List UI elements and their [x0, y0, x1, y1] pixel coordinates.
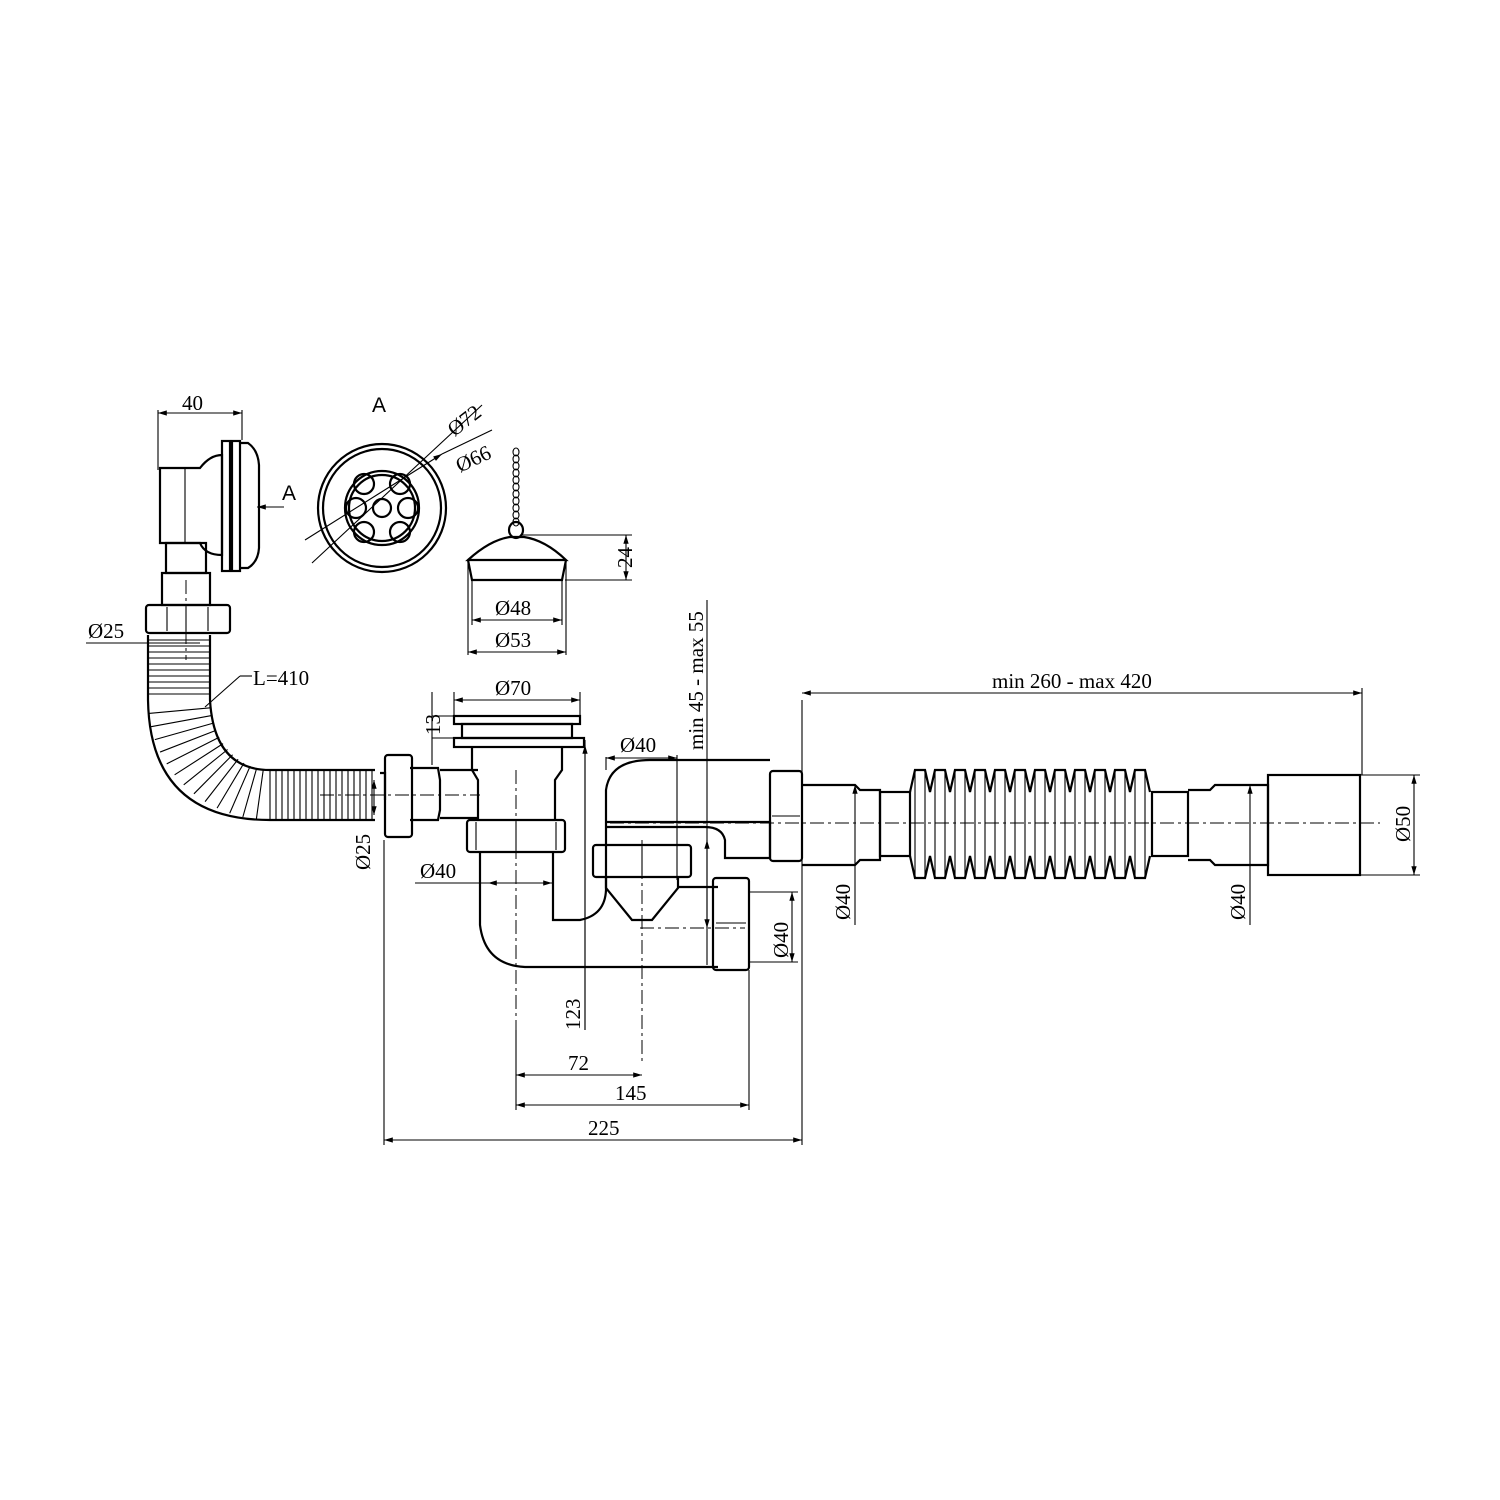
offset-72-label: 72 [568, 1051, 589, 1075]
drain-flange-label: Ø70 [495, 676, 531, 700]
hose-rib [193, 754, 233, 795]
grate-view: A Ø72 Ø66 [304, 394, 495, 574]
chain-link [512, 489, 520, 499]
overflow-outlet-label: Ø25 [88, 619, 124, 643]
inlet-d25-label: Ø25 [351, 834, 375, 870]
bellows-bottom [908, 855, 1152, 880]
chain-link [512, 496, 520, 506]
hose-rib [148, 707, 211, 714]
chain-link [512, 475, 520, 485]
chain-link [512, 482, 520, 492]
offset-145-label: 145 [615, 1081, 647, 1105]
chain-ring [507, 520, 525, 540]
chain-link [512, 510, 520, 520]
hose-rib [255, 769, 264, 820]
hose-rib [166, 736, 220, 765]
height-range-label: min 45 - max 55 [684, 611, 708, 750]
drain-and-trap: Ø70 13 Ø25 Ø40 Ø40 min 45 - max 55 Ø40 1… [320, 600, 1380, 1145]
hose-rib [229, 765, 251, 814]
end-d50-label: Ø50 [1391, 806, 1415, 842]
hose-length-label: L=410 [253, 666, 309, 690]
overflow-unit: A Ø25 40 [86, 391, 296, 660]
outlet-left-d40-label: Ø40 [831, 884, 855, 920]
plug-height-label: 24 [613, 547, 637, 569]
plug-d48-label: Ø48 [495, 596, 531, 620]
hose-rib [242, 768, 258, 818]
plug-d53-label: Ø53 [495, 628, 531, 652]
total-225-label: 225 [588, 1116, 620, 1140]
hose-rib [174, 743, 224, 776]
flange-height-label: 13 [421, 714, 445, 735]
flexible-outlet: min 260 - max 420 Ø40 Ø40 Ø50 [802, 669, 1420, 925]
hose-rib [150, 715, 212, 728]
height-123-label: 123 [561, 999, 585, 1031]
hose-rib [159, 729, 217, 753]
flex-d40-label: Ø40 [1226, 884, 1250, 920]
flex-length-label: min 260 - max 420 [992, 669, 1152, 693]
trap-pipe-label: Ø40 [620, 733, 656, 757]
hose-rib [154, 722, 214, 741]
view-arrow-label: A [282, 482, 296, 505]
hose-rib [216, 762, 245, 809]
outlet-d40-label: Ø40 [769, 922, 793, 958]
chain-link [512, 468, 520, 478]
chain-link [512, 461, 520, 471]
plug-with-chain: 24 Ø48 Ø53 [465, 447, 637, 655]
hose-rib [204, 758, 239, 802]
drain-pipe-label: Ø40 [420, 859, 456, 883]
chain-link [512, 454, 520, 464]
view-label: A [372, 394, 386, 417]
corrugated-hose: L=410 [146, 635, 375, 822]
bellows-top [908, 768, 1152, 793]
overflow-depth-label: 40 [182, 391, 203, 415]
chain-link [512, 503, 520, 513]
hose-rib [183, 749, 228, 786]
chain-link [512, 447, 520, 457]
